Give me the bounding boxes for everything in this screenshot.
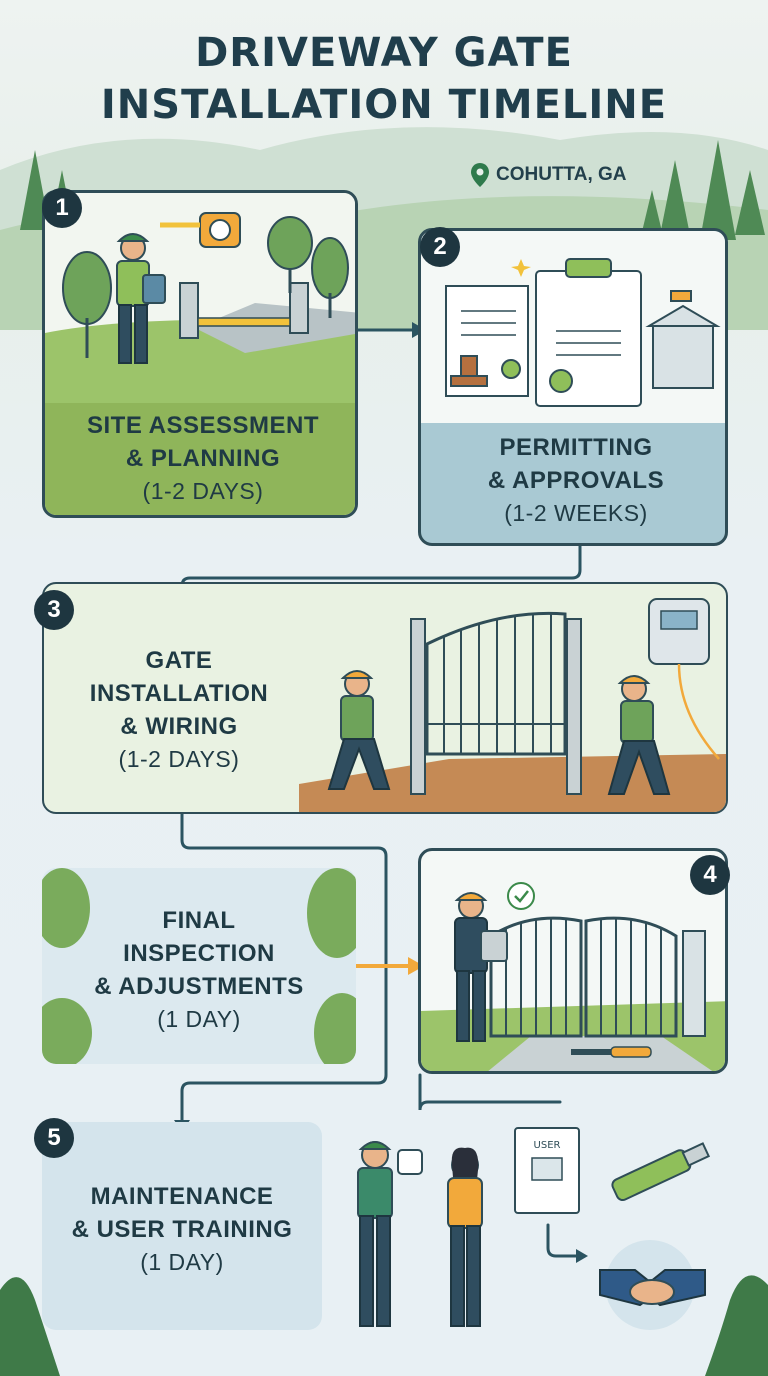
manual-label: USER	[534, 1140, 561, 1151]
step-3-title-line-3: & WIRING	[120, 713, 238, 740]
step-5-title-line-1: MAINTENANCE	[90, 1183, 274, 1210]
site-assessment-illustration	[45, 193, 355, 403]
step-4-label: FINAL INSPECTION & ADJUSTMENTS (1 DAY)	[42, 904, 356, 1036]
map-pin-icon	[471, 163, 489, 187]
step-4-duration: (1 DAY)	[157, 1006, 241, 1032]
step-1-badge: 1	[42, 188, 82, 228]
step-3-duration: (1-2 DAYS)	[118, 746, 240, 772]
step-2-title-line-2: & APPROVALS	[487, 467, 665, 494]
step-1-title-line-1: SITE ASSESSMENT	[87, 412, 319, 439]
step-1-label-panel	[45, 403, 355, 515]
page-title-line-2: INSTALLATION TIMELINE	[100, 82, 668, 128]
step-5-label: MAINTENANCE & USER TRAINING (1 DAY)	[42, 1180, 322, 1279]
step-2-title-line-1: PERMITTING	[499, 434, 653, 461]
step-4-text-panel: FINAL INSPECTION & ADJUSTMENTS (1 DAY)	[42, 868, 356, 1064]
step-2-label: PERMITTING & APPROVALS (1-2 WEEKS)	[421, 431, 725, 530]
step-2-badge: 2	[420, 227, 460, 267]
step-5-duration: (1 DAY)	[140, 1249, 224, 1275]
step-4-title-line-3: & ADJUSTMENTS	[94, 973, 304, 1000]
step-4-badge: 4	[690, 855, 730, 895]
step-2-card: PERMITTING & APPROVALS (1-2 WEEKS)	[418, 228, 728, 546]
step-4-card	[418, 848, 728, 1074]
step-1-duration: (1-2 DAYS)	[142, 478, 264, 504]
step-1-card: SITE ASSESSMENT & PLANNING (1-2 DAYS)	[42, 190, 358, 518]
step-2-duration: (1-2 WEEKS)	[504, 500, 648, 526]
final-inspection-illustration	[421, 882, 725, 1071]
user-training-illustration: USER	[357, 1127, 711, 1330]
step-3-title-line-2: INSTALLATION	[89, 680, 269, 707]
step-1-title-line-2: & PLANNING	[125, 445, 281, 472]
step-5-title-line-2: & USER TRAINING	[71, 1216, 293, 1243]
step-4-title-line-1: FINAL	[162, 907, 236, 934]
step-3-card: GATE INSTALLATION & WIRING (1-2 DAYS)	[42, 582, 728, 814]
location-text: COHUTTA, GA	[496, 164, 627, 185]
location-label: COHUTTA, GA	[470, 162, 627, 188]
step-4-trees-illustration	[42, 868, 356, 1064]
step-5-badge: 5	[34, 1118, 74, 1158]
gate-installation-illustration	[299, 598, 726, 812]
step-3-label: GATE INSTALLATION & WIRING (1-2 DAYS)	[54, 644, 304, 776]
permitting-illustration	[421, 231, 725, 423]
step-3-title-line-1: GATE	[145, 647, 213, 674]
step-3-badge: 3	[34, 590, 74, 630]
page-title-line-1: DRIVEWAY GATE	[195, 30, 573, 76]
step-5-card: MAINTENANCE & USER TRAINING (1 DAY)	[42, 1122, 322, 1330]
step-1-label: SITE ASSESSMENT & PLANNING (1-2 DAYS)	[45, 409, 355, 508]
step-4-title-line-2: INSPECTION	[123, 940, 275, 967]
